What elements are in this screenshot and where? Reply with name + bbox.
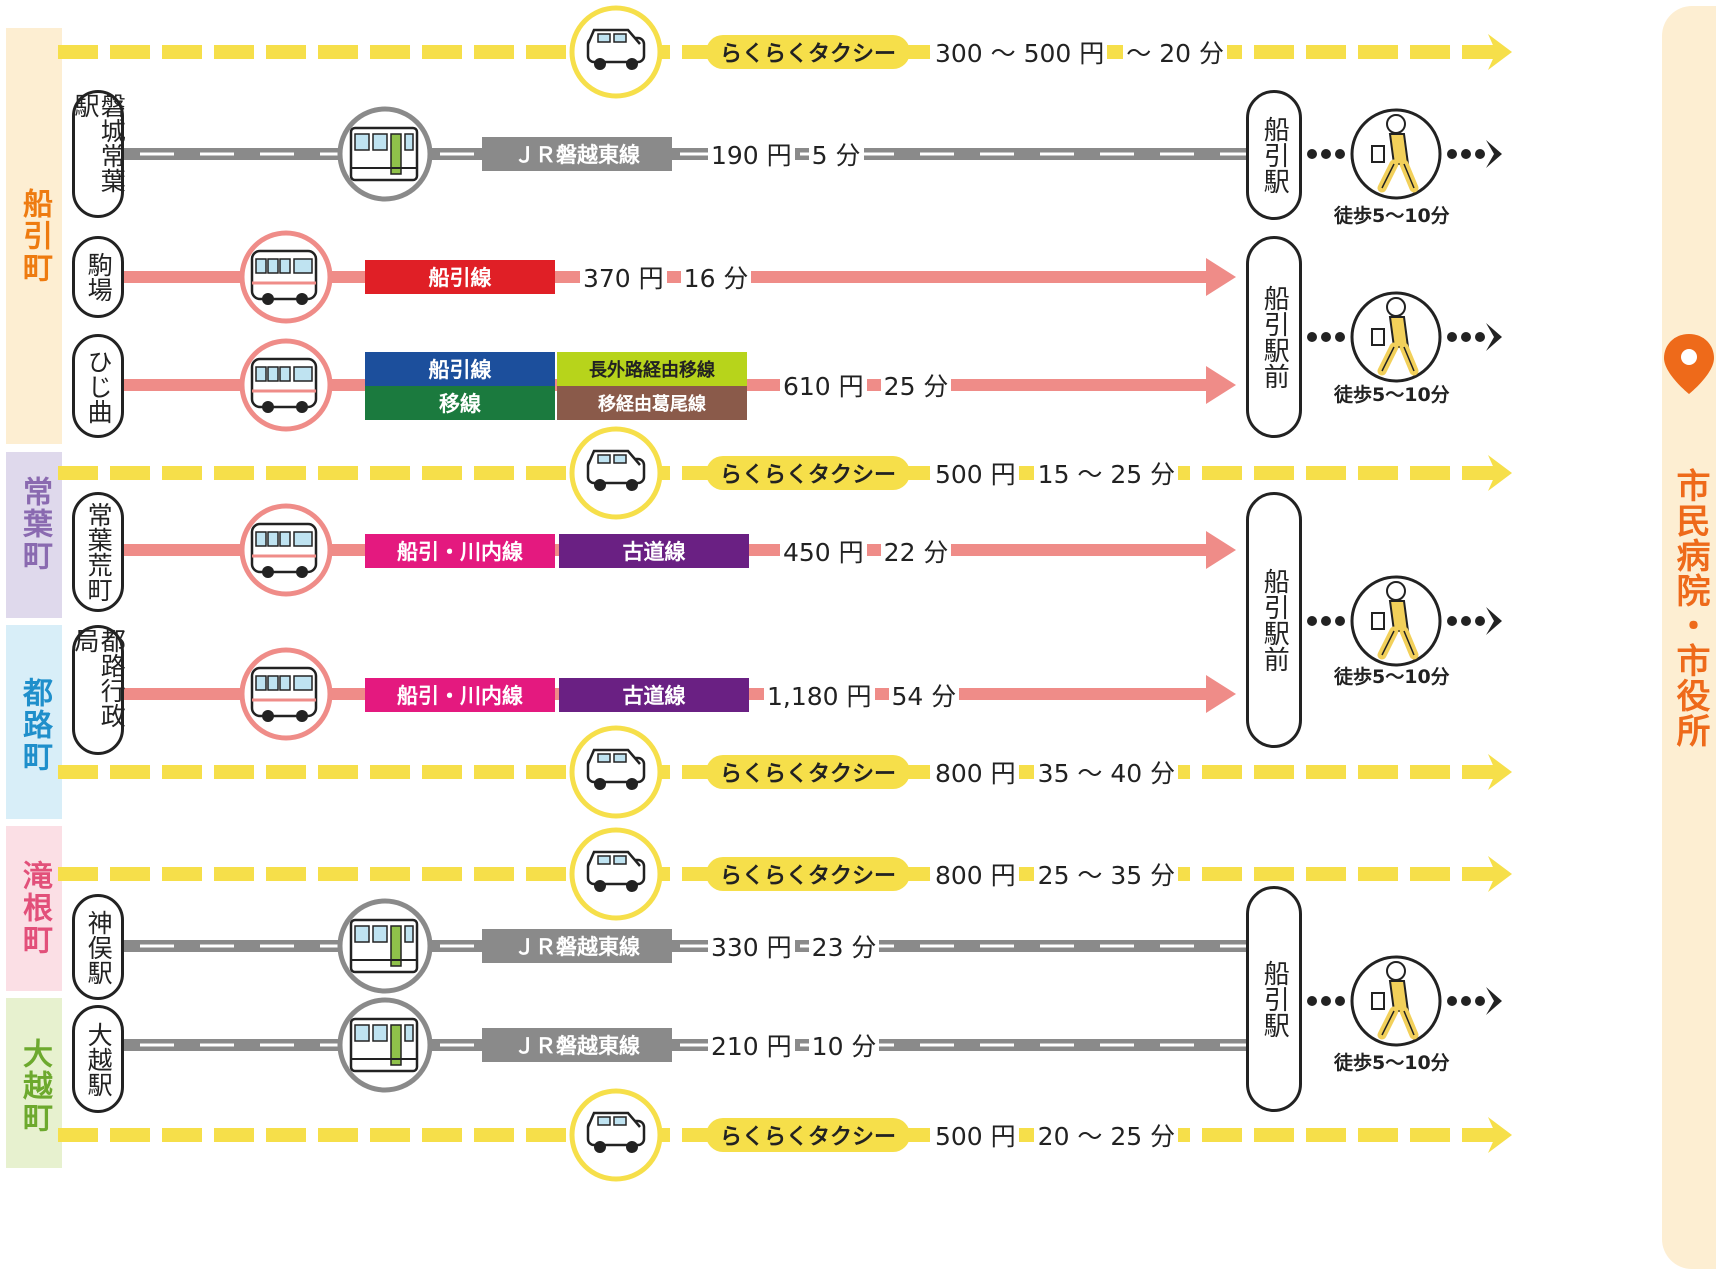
taxi-service-label: らくらくタクシー bbox=[706, 755, 910, 789]
walk-time-label: 徒歩5～10分 bbox=[1334, 1052, 1450, 1074]
bus-line-badge: 船引・川内線 bbox=[365, 534, 555, 568]
walker-icon bbox=[1350, 108, 1442, 200]
bus-line-badge: 移経由葛尾線 bbox=[557, 386, 747, 420]
bus-icon bbox=[239, 647, 333, 741]
taxi-service-label: らくらくタクシー bbox=[706, 1118, 910, 1152]
rail-line-badge: ＪＲ磐越東線 bbox=[482, 929, 672, 963]
bus-line-badge: 船引・川内線 bbox=[365, 678, 555, 712]
transfer-station: 船引駅前 bbox=[1246, 492, 1302, 748]
bus-line-badge: 船引線 bbox=[365, 260, 555, 294]
walker-icon bbox=[1350, 291, 1442, 383]
walk-lines bbox=[1307, 140, 1502, 1015]
taxi-fare-info: 300 ～ 500 円～ 20 分 bbox=[932, 34, 1227, 70]
walk-time-label: 徒歩5～10分 bbox=[1334, 666, 1450, 688]
taxi-service-label: らくらくタクシー bbox=[706, 857, 910, 891]
town-band-miyakoji: 都路町 bbox=[6, 625, 62, 819]
taxi-icon bbox=[569, 827, 663, 921]
taxi-icon bbox=[569, 5, 663, 99]
origin-stop: 磐城常葉駅 bbox=[71, 90, 126, 218]
bus-icon bbox=[239, 230, 333, 324]
taxi-icon bbox=[569, 725, 663, 819]
town-band-funehiki: 船引町 bbox=[6, 28, 62, 444]
taxi-service-label: らくらくタクシー bbox=[706, 35, 910, 69]
rail-line-badge: ＪＲ磐越東線 bbox=[482, 137, 672, 171]
train-icon bbox=[337, 898, 433, 994]
transfer-station: 船引駅 bbox=[1246, 90, 1302, 220]
town-band-ookoshi: 大越町 bbox=[6, 998, 62, 1168]
town-name: 大越町 bbox=[17, 1038, 52, 1134]
walk-dots-3 bbox=[1307, 607, 1502, 635]
walk-time-label: 徒歩5～10分 bbox=[1334, 205, 1450, 227]
bus-line-badge: 長外路経由移線 bbox=[557, 352, 747, 386]
walk-time-label: 徒歩5～10分 bbox=[1334, 384, 1450, 406]
town-band-tokiwa: 常葉町 bbox=[6, 452, 62, 618]
transfer-station: 船引駅 bbox=[1246, 886, 1302, 1112]
bus-line-badge: 古道線 bbox=[559, 678, 749, 712]
origin-stop: 都路行政局 bbox=[71, 625, 126, 755]
taxi-icon bbox=[569, 1088, 663, 1182]
bus-line-badge: 移線 bbox=[365, 386, 555, 420]
destination-panel bbox=[1662, 6, 1716, 1269]
town-name: 滝根町 bbox=[17, 860, 52, 956]
bus-line-badge: 古道線 bbox=[559, 534, 749, 568]
town-name: 常葉町 bbox=[17, 476, 52, 572]
taxi-lines bbox=[58, 34, 1512, 1153]
origin-stop: 駒場 bbox=[72, 236, 124, 318]
train-icon bbox=[337, 997, 433, 1093]
bus-icon bbox=[239, 338, 333, 432]
bus-icon bbox=[239, 503, 333, 597]
taxi-service-label: らくらくタクシー bbox=[706, 456, 910, 490]
map-pin-icon bbox=[1664, 334, 1714, 394]
train-icon bbox=[337, 106, 433, 202]
town-band-takine: 滝根町 bbox=[6, 826, 62, 991]
walker-icon bbox=[1350, 575, 1442, 667]
rail-lines bbox=[120, 148, 1248, 1051]
taxi-icon bbox=[569, 426, 663, 520]
transfer-station: 船引駅前 bbox=[1246, 236, 1302, 438]
walk-dots-2 bbox=[1307, 323, 1502, 351]
walk-dots-1 bbox=[1307, 140, 1502, 168]
origin-stop: ひじ曲 bbox=[72, 334, 124, 438]
walk-dots-4 bbox=[1307, 987, 1502, 1015]
rail-line-badge: ＪＲ磐越東線 bbox=[482, 1028, 672, 1062]
town-name: 船引町 bbox=[17, 188, 52, 284]
bus-line-badge: 船引線 bbox=[365, 352, 555, 386]
origin-stop: 常葉荒町 bbox=[72, 492, 124, 612]
walker-icon bbox=[1350, 955, 1442, 1047]
destination-label: 市民病院・市役所 bbox=[1670, 468, 1710, 748]
origin-stop: 神俣駅 bbox=[72, 894, 124, 1000]
town-name: 都路町 bbox=[17, 677, 52, 773]
origin-stop: 大越駅 bbox=[72, 1005, 124, 1113]
